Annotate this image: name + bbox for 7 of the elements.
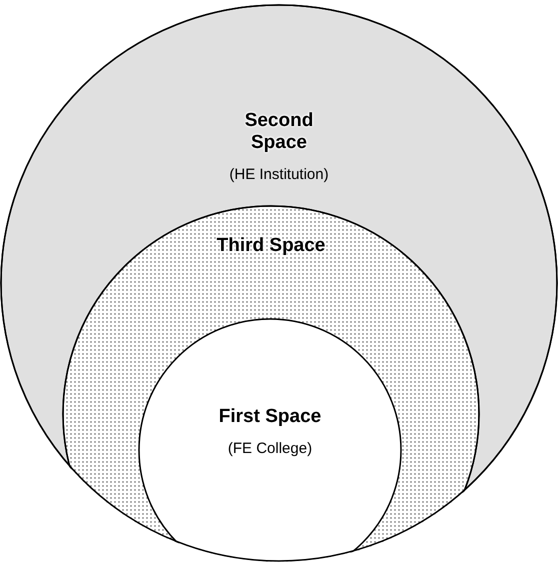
outer-circle — [0, 4, 558, 562]
circle-title: Third Space — [216, 235, 326, 257]
dotted-circle — [62, 205, 480, 562]
circle-title: Second Space — [244, 110, 314, 154]
circle-subtitle: (HE Institution) — [229, 166, 329, 184]
circle-subtitle: (FE College) — [228, 440, 312, 458]
circle-title: First Space — [218, 406, 322, 428]
